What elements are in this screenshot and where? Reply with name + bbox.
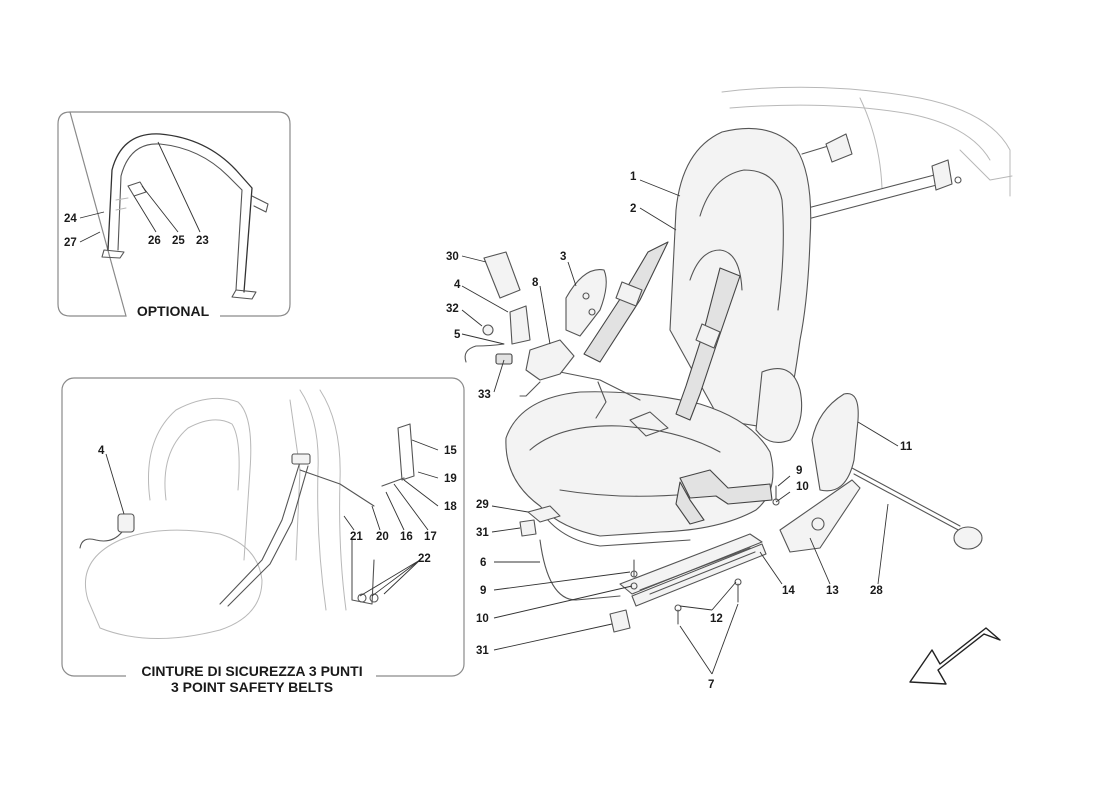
callout-28: 28 <box>870 585 883 597</box>
orientation-arrow-icon <box>909 627 1001 685</box>
callout-4-inset: 4 <box>98 445 105 457</box>
callout-33: 33 <box>478 389 491 401</box>
roll-bar-drawing <box>101 133 269 300</box>
callout-9: 9 <box>480 585 486 597</box>
callout-10-top: 10 <box>796 481 809 493</box>
callout-6: 6 <box>480 557 486 569</box>
callout-24: 24 <box>64 213 77 225</box>
callout-16: 16 <box>400 531 413 543</box>
callout-10: 10 <box>476 613 489 625</box>
callout-27: 27 <box>64 237 77 249</box>
callout-18: 18 <box>444 501 457 513</box>
belt-components <box>464 251 607 537</box>
belts-leaders <box>105 439 439 597</box>
callout-5: 5 <box>454 329 461 341</box>
callout-31-top: 31 <box>476 527 489 539</box>
callout-19: 19 <box>444 473 457 485</box>
seat-rails <box>539 485 780 633</box>
main-assembly: 1 2 30 3 4 8 32 5 33 11 9 10 29 31 6 9 1… <box>446 86 1013 691</box>
callout-15: 15 <box>444 445 457 457</box>
belts-title-line1: CINTURE DI SICUREZZA 3 PUNTI <box>141 663 362 679</box>
callout-32: 32 <box>446 303 459 315</box>
callout-3: 3 <box>560 251 566 263</box>
callout-22: 22 <box>418 553 431 565</box>
cross-bar <box>799 133 962 221</box>
optional-title: OPTIONAL <box>137 303 210 319</box>
body-sill-ghost <box>721 86 1013 197</box>
harness-straps <box>559 241 773 525</box>
callout-11: 11 <box>900 441 913 453</box>
callout-25: 25 <box>172 235 185 247</box>
callout-12: 12 <box>710 613 723 625</box>
callout-7: 7 <box>708 679 714 691</box>
callout-1: 1 <box>630 171 637 183</box>
side-panels <box>779 392 983 553</box>
callout-21: 21 <box>350 531 363 543</box>
callout-30: 30 <box>446 251 459 263</box>
callout-23: 23 <box>196 235 209 247</box>
belts-title-line2: 3 POINT SAFETY BELTS <box>171 679 333 695</box>
callout-29: 29 <box>476 499 489 511</box>
callout-8: 8 <box>532 277 539 289</box>
callout-31: 31 <box>476 645 489 657</box>
belt-hardware <box>79 423 415 607</box>
seat-cushion <box>505 391 774 547</box>
main-leaders <box>461 179 899 675</box>
callout-17: 17 <box>424 531 437 543</box>
belts-inset: CINTURE DI SICUREZZA 3 PUNTI 3 POINT SAF… <box>61 377 465 696</box>
optional-inset: OPTIONAL 24 27 26 25 23 <box>57 111 291 319</box>
callout-14: 14 <box>782 585 795 597</box>
callout-9-top: 9 <box>796 465 802 477</box>
callout-13: 13 <box>826 585 839 597</box>
callout-20: 20 <box>376 531 389 543</box>
optional-leaders <box>79 141 201 243</box>
callout-26: 26 <box>148 235 161 247</box>
callout-4: 4 <box>454 279 461 291</box>
callout-2: 2 <box>630 203 636 215</box>
